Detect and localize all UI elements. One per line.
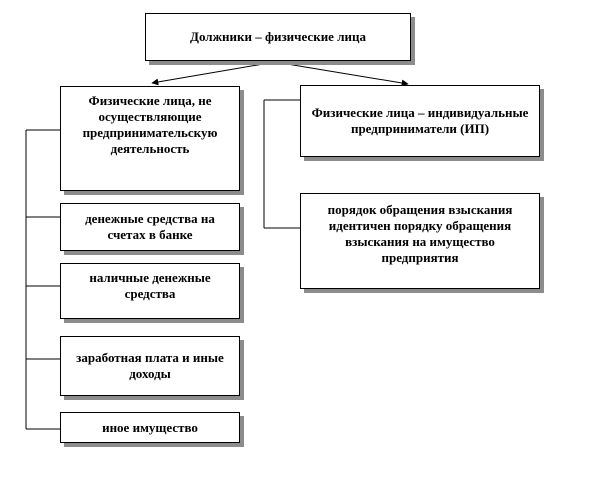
left-branch-box: Физические лица, не осуществляющие предп… bbox=[60, 86, 240, 191]
left-item-box-3: заработная плата и иные доходы bbox=[60, 336, 240, 396]
right-note-label: порядок обращения взыскания идентичен по… bbox=[327, 202, 513, 265]
left-item-box-4: иное имущество bbox=[60, 412, 240, 443]
right-note-box: порядок обращения взыскания идентичен по… bbox=[300, 193, 540, 289]
left-item-label-3: заработная плата и иные доходы bbox=[76, 350, 224, 381]
left-item-box-1: денежные средства на счетах в банке bbox=[60, 203, 240, 251]
left-item-label-1: денежные средства на счетах в банке bbox=[85, 211, 215, 242]
arrow-to-right-branch bbox=[274, 61, 409, 87]
right-branch-label: Физические лица – индивидуальные предпри… bbox=[311, 105, 529, 136]
arrow-to-left-branch bbox=[151, 61, 276, 86]
right-branch-box: Физические лица – индивидуальные предпри… bbox=[300, 85, 540, 157]
left-item-label-4: иное имущество bbox=[102, 419, 198, 435]
root-label: Должники – физические лица bbox=[190, 29, 366, 44]
root-box: Должники – физические лица bbox=[145, 13, 411, 61]
left-item-box-2: наличные денежные средства bbox=[60, 263, 240, 319]
left-branch-label: Физические лица, не осуществляющие предп… bbox=[82, 93, 218, 156]
left-item-label-2: наличные денежные средства bbox=[89, 270, 211, 301]
